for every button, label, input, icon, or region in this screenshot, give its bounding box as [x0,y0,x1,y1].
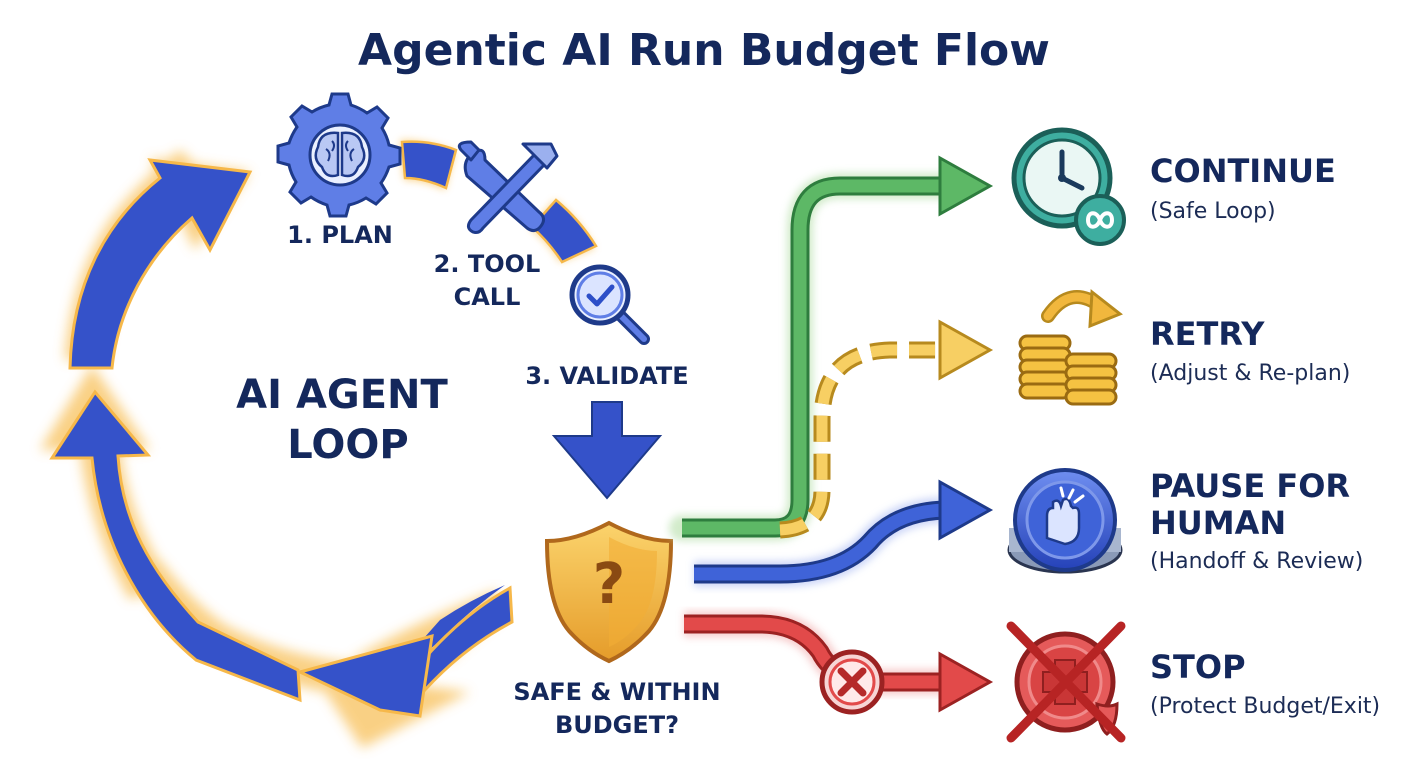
down-arrow [551,401,663,500]
outcome-subtitle: (Protect Budget/Exit) [1150,694,1380,719]
stop-x-icon [1006,621,1126,743]
outcome-retry: RETRY (Adjust & Re-plan) [1150,315,1350,386]
decision-label-line1: SAFE & WITHIN [513,678,720,706]
coins-retry-icon [1018,289,1123,406]
loop-title-line2: LOOP [287,422,408,468]
outcome-title: PAUSE FOR [1150,467,1350,505]
outcome-title: HUMAN [1150,504,1286,542]
hand-button-icon [1007,468,1123,574]
pause-path-arrow [694,479,994,587]
svg-text:?: ? [593,552,625,617]
decision-label-line2: BUDGET? [555,711,679,739]
outcome-title: STOP [1150,648,1246,686]
outcome-title: RETRY [1150,315,1265,353]
outcome-subtitle: (Adjust & Re-plan) [1150,361,1350,386]
wrench-hammer-icon [457,140,559,234]
clock-infinity-icon [1011,127,1126,246]
outcome-subtitle: (Handoff & Review) [1150,549,1363,574]
shield-question-icon: ? [544,520,674,664]
outcome-continue: CONTINUE (Safe Loop) [1150,152,1336,224]
step-label-validate: 3. VALIDATE [525,362,688,390]
outcome-pause: PAUSE FOR HUMAN (Handoff & Review) [1150,467,1363,574]
step-label-plan: 1. PLAN [287,221,393,249]
outcome-subtitle: (Safe Loop) [1150,199,1276,224]
loop-title-line1: AI AGENT [236,372,448,418]
magnifier-check-icon [569,264,650,345]
cancel-circle-icon [819,649,885,715]
brain-gear-icon [276,92,402,218]
outcome-stop: STOP (Protect Budget/Exit) [1150,648,1380,719]
step-arc-segments [400,140,598,264]
retry-path-arrow [779,319,994,539]
outcome-title: CONTINUE [1150,152,1336,190]
loop-arrows [40,150,514,748]
step-label-tool: 2. TOOL [434,250,541,278]
page-title: Agentic AI Run Budget Flow [358,25,1050,76]
step-label-call: CALL [454,283,521,311]
